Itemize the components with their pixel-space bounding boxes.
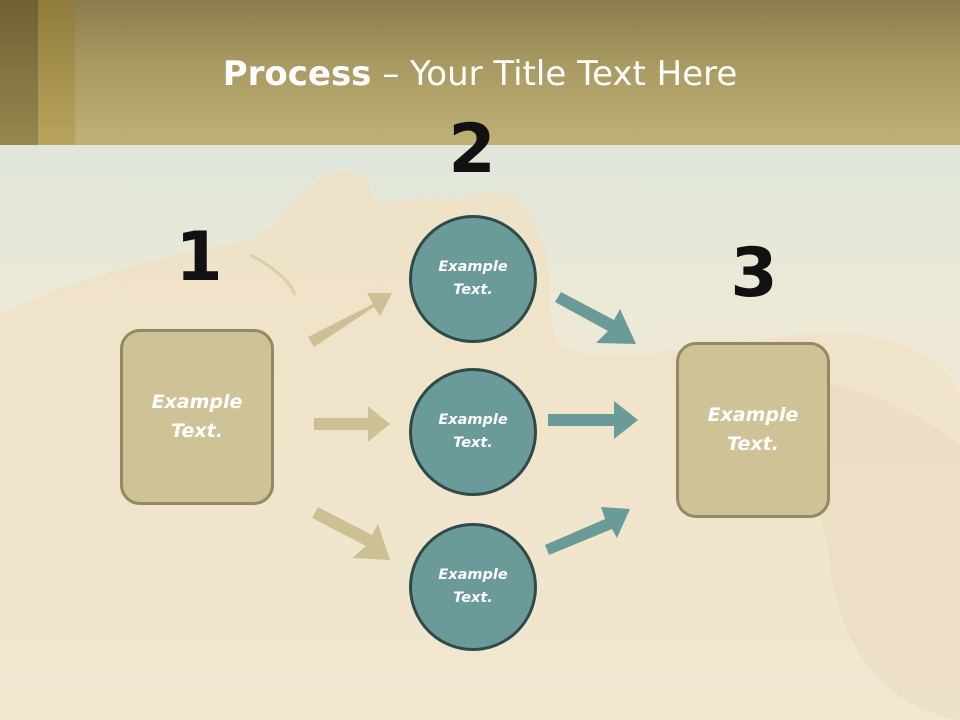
arrow-right [548, 401, 638, 439]
arrow-up-right [308, 293, 392, 347]
step2-circle: Example Text. [409, 215, 537, 343]
step3-box-text: Example Text. [707, 404, 799, 455]
arrow-group-right [545, 292, 638, 555]
step-number-3: 3 [730, 234, 778, 313]
arrow-group-left [308, 293, 392, 560]
arrow-right [314, 406, 390, 442]
title-bold: Process [222, 54, 372, 94]
step3-box: Example Text. [676, 342, 830, 518]
step2-circle-text: Example Text. [438, 259, 508, 298]
step1-box: Example Text. [120, 329, 274, 505]
arrow-up-right [545, 507, 630, 555]
header-accent-band [0, 0, 38, 145]
step2-circle-text: Example Text. [438, 412, 508, 451]
arrow-down-right [555, 292, 636, 344]
step2-circle: Example Text. [409, 523, 537, 651]
title-bar: Process – Your Title Text Here [0, 0, 960, 145]
header-accent-band [38, 0, 75, 145]
step2-circle-text: Example Text. [438, 567, 508, 606]
step-number-1: 1 [175, 218, 223, 297]
step2-circle: Example Text. [409, 368, 537, 496]
step-number-2: 2 [448, 110, 496, 189]
arrow-down-right [312, 507, 390, 560]
slide-title: Process – Your Title Text Here [0, 52, 960, 96]
step1-box-text: Example Text. [151, 391, 243, 442]
title-rest: – Your Title Text Here [371, 54, 738, 94]
